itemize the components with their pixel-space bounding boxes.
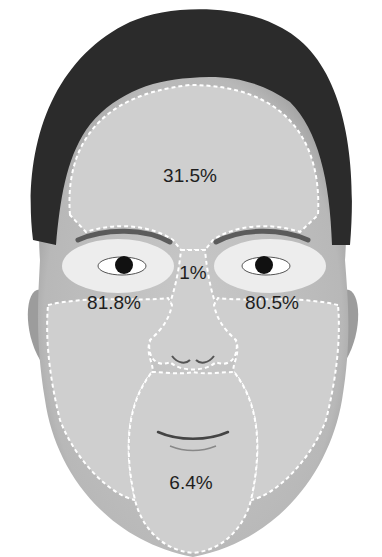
eye-area (214, 239, 326, 293)
percentage-label: 81.8% (87, 292, 141, 314)
face-zone: 31.5% (62, 80, 324, 254)
percentage-label: 31.5% (163, 165, 217, 187)
iris (115, 256, 133, 274)
iris (255, 256, 273, 274)
lower-lip (170, 446, 216, 451)
mouth (158, 432, 228, 439)
percentage-label: 80.5% (245, 292, 299, 314)
eyebrow (216, 231, 308, 242)
face-zone: 6.4% (120, 368, 266, 556)
eye-area (62, 239, 174, 293)
percentage-label: 1% (179, 262, 206, 284)
zone-shape (129, 372, 258, 553)
eye (98, 257, 146, 275)
nostril (196, 356, 214, 363)
eye (242, 257, 290, 275)
zone-outline (120, 368, 266, 556)
nostril (172, 356, 190, 363)
percentage-label: 6.4% (169, 472, 212, 494)
zone-shape (69, 85, 318, 250)
eyebrow (78, 231, 170, 242)
